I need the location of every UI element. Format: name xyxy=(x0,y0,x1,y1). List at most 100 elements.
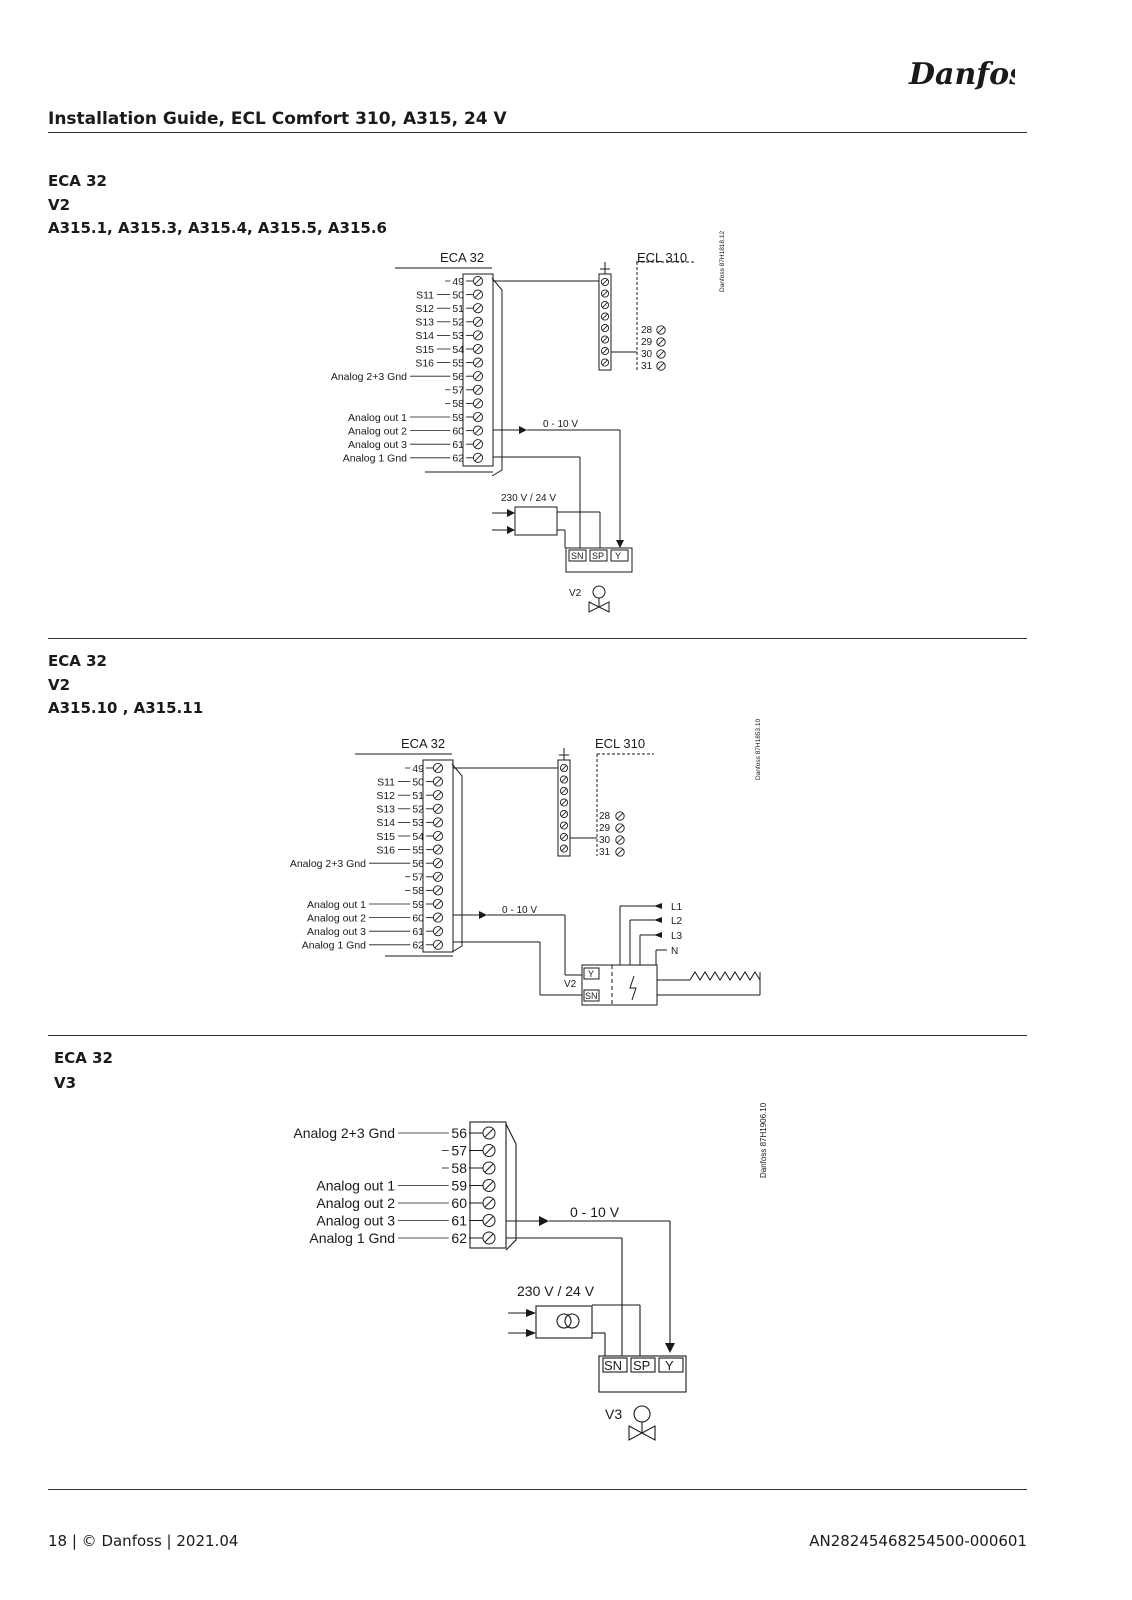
ecl-terminal: 31 xyxy=(641,361,653,372)
signal-label: S15 xyxy=(415,344,434,356)
ecl-terminal: 31 xyxy=(599,847,611,858)
section-divider xyxy=(48,1035,1027,1036)
valve-label: V3 xyxy=(605,1406,622,1422)
page-footer-right: AN28245468254500-000601 xyxy=(809,1532,1027,1550)
signal-label: 0 - 10 V xyxy=(543,419,578,430)
module-label: ECA 32 xyxy=(440,250,484,265)
terminal-number: 58 xyxy=(451,1160,467,1176)
signal-label: S14 xyxy=(376,817,395,829)
module-name: ECA 32 xyxy=(48,172,107,190)
document-title: Installation Guide, ECL Comfort 310, A31… xyxy=(48,109,507,129)
terminal-number: 59 xyxy=(412,899,424,911)
terminal-number: 50 xyxy=(412,776,424,788)
terminal-number: 60 xyxy=(451,1195,467,1211)
terminal-number: 54 xyxy=(412,831,424,843)
terminal-screw xyxy=(559,844,569,853)
actuator-terminal: SP xyxy=(592,551,604,561)
valve-label: V2 xyxy=(564,979,577,990)
terminal-screw xyxy=(600,335,610,344)
signal-label: Analog out 1 xyxy=(307,899,366,911)
valve-name: V2 xyxy=(48,675,71,694)
signal-label: Analog out 2 xyxy=(348,425,407,437)
terminal-screw xyxy=(559,821,569,830)
signal-label: 0 - 10 V xyxy=(502,905,537,916)
terminal-screw xyxy=(559,809,569,819)
svg-text:Danfoss: Danfoss xyxy=(908,57,1015,92)
page-footer-left: 18 | © Danfoss | 2021.04 xyxy=(48,1532,239,1550)
signal-label: S12 xyxy=(415,303,434,315)
signal-label: Analog 2+3 Gnd xyxy=(331,371,407,383)
terminal-number: 59 xyxy=(451,1178,467,1194)
terminal-screw xyxy=(600,277,610,287)
terminal-number: 50 xyxy=(452,289,464,301)
terminal-number: 56 xyxy=(451,1125,467,1141)
signal-label: Analog out 3 xyxy=(348,439,407,451)
terminal-screw xyxy=(559,786,569,796)
terminal-number: 58 xyxy=(412,885,424,897)
terminal-number: 55 xyxy=(452,357,464,369)
signal-label: S16 xyxy=(376,844,395,856)
wiring-diagram-3: Danfoss 87H1906.10 0 - 10 V 230 V / 24 V… xyxy=(293,1102,768,1441)
controller-label: ECL 310 xyxy=(595,736,645,751)
terminal-screw xyxy=(656,349,666,359)
ecl-terminal: 29 xyxy=(599,823,611,834)
ecl-terminal: 29 xyxy=(641,337,653,348)
actuator-terminal: SN xyxy=(604,1358,622,1373)
terminal-number: 53 xyxy=(452,330,464,342)
terminal-screw xyxy=(559,798,569,807)
ecl-terminal: 28 xyxy=(599,811,611,822)
terminal-screw xyxy=(559,832,569,842)
terminal-number: 60 xyxy=(452,425,464,437)
terminal-screw xyxy=(600,300,610,310)
valve-name: V2 xyxy=(48,195,71,214)
signal-label: S16 xyxy=(415,357,434,369)
supply-phase: L3 xyxy=(671,931,683,942)
terminal-screw xyxy=(600,312,610,321)
terminal-number: 53 xyxy=(412,817,424,829)
signal-label: S11 xyxy=(377,776,395,788)
terminal-number: 57 xyxy=(451,1143,467,1159)
transformer-label: 230 V / 24 V xyxy=(501,493,556,504)
terminal-screw xyxy=(656,337,666,347)
actuator-terminal: Y xyxy=(615,551,621,561)
transformer-label: 230 V / 24 V xyxy=(517,1283,595,1299)
ecl-terminal: 30 xyxy=(599,835,611,846)
terminal-number: 59 xyxy=(452,412,464,424)
drawing-reference: Danfoss 87H1853.10 xyxy=(755,719,762,780)
signal-label: 0 - 10 V xyxy=(570,1204,620,1220)
section-2-heading: ECA 32 V2 A315.10 , A315.11 xyxy=(48,650,203,721)
footer-rule xyxy=(48,1489,1027,1490)
signal-label: Analog 2+3 Gnd xyxy=(290,858,366,870)
signal-label: Analog 1 Gnd xyxy=(343,453,407,465)
terminal-number: 57 xyxy=(412,872,424,884)
module-label: ECA 32 xyxy=(401,736,445,751)
terminal-screw xyxy=(559,775,569,784)
terminal-number: 62 xyxy=(452,453,464,465)
terminal-screw xyxy=(600,358,610,367)
supply-neutral: N xyxy=(671,946,678,957)
terminal-number: 51 xyxy=(412,790,424,802)
danfoss-logo: Danfoss xyxy=(908,57,1015,92)
actuator-terminal: SP xyxy=(633,1358,650,1373)
terminal-number: 61 xyxy=(451,1213,467,1229)
terminal-number: 61 xyxy=(452,439,464,451)
terminal-number: 57 xyxy=(452,385,464,397)
section-1-heading: ECA 32 V2 A315.1, A315.3, A315.4, A315.5… xyxy=(48,170,387,241)
section-3-heading: ECA 32 V3 xyxy=(54,1046,113,1096)
actuator-terminal: Y xyxy=(588,969,594,979)
signal-label: S11 xyxy=(416,289,434,301)
ecl-terminal: 28 xyxy=(641,325,653,336)
module-name: ECA 32 xyxy=(48,652,107,670)
terminal-screw xyxy=(615,823,625,833)
terminal-number: 52 xyxy=(412,804,424,816)
signal-label: S15 xyxy=(376,831,395,843)
valve-name: V3 xyxy=(54,1074,77,1092)
application-list: A315.1, A315.3, A315.4, A315.5, A315.6 xyxy=(48,219,387,237)
signal-label: Analog 1 Gnd xyxy=(302,940,366,952)
terminal-screw xyxy=(600,346,610,356)
terminal-number: 61 xyxy=(412,926,424,938)
terminal-screw xyxy=(656,325,666,335)
controller-label: ECL 310 xyxy=(637,250,687,265)
terminal-screw xyxy=(615,847,625,857)
signal-label: Analog 2+3 Gnd xyxy=(293,1125,395,1141)
